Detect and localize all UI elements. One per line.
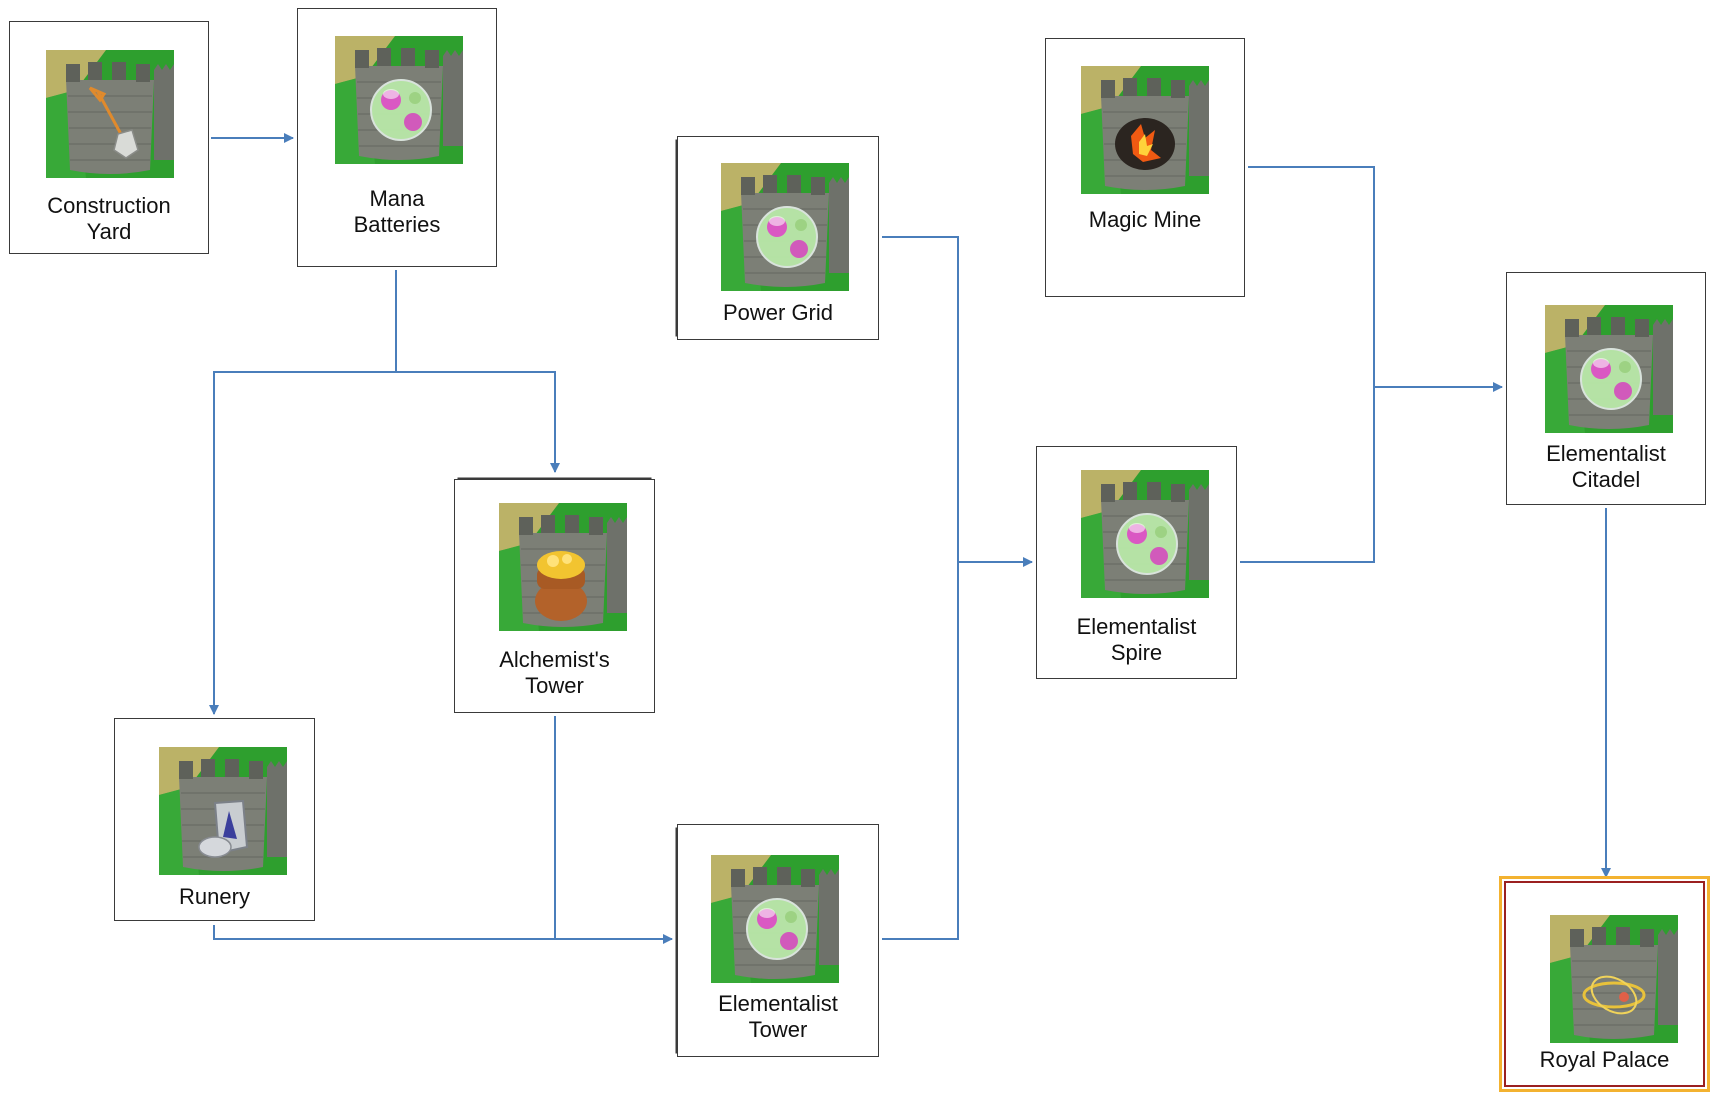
node-label: Royal Palace bbox=[1506, 1047, 1703, 1073]
connector-elementalist-spire-to-elementalist-citadel bbox=[1240, 387, 1375, 563]
golden-rings-icon bbox=[1550, 915, 1678, 1043]
node-label-line: Mana bbox=[369, 186, 425, 211]
gold-pot-icon bbox=[499, 503, 627, 631]
mana-orb-icon bbox=[721, 163, 849, 291]
connector-mana-batteries-to-alchemists-tower bbox=[396, 371, 560, 473]
node-label-line: Yard bbox=[86, 219, 132, 244]
mana-orb-icon bbox=[335, 36, 463, 164]
node-label-line: Batteries bbox=[353, 212, 441, 237]
mana-orb-icon bbox=[1545, 305, 1673, 433]
shovel-icon bbox=[46, 50, 174, 178]
lava-rock-icon bbox=[1081, 66, 1209, 194]
node-label-line: Royal Palace bbox=[1539, 1047, 1670, 1072]
node-label-line: Construction bbox=[47, 193, 171, 218]
node-label: Power Grid bbox=[678, 300, 878, 326]
node-label-line: Magic Mine bbox=[1088, 207, 1202, 232]
node-power-grid[interactable]: Power Grid bbox=[677, 136, 879, 340]
node-label-line: Spire bbox=[1110, 640, 1163, 665]
node-label-line: Runery bbox=[179, 884, 250, 909]
node-label-line: Elementalist bbox=[1546, 441, 1666, 466]
node-magic-mine[interactable]: Magic Mine bbox=[1045, 38, 1245, 297]
node-label: Runery bbox=[115, 884, 314, 910]
connector-magic-mine-to-elementalist-citadel bbox=[1248, 166, 1503, 392]
node-royal-palace[interactable]: Royal Palace bbox=[1499, 876, 1710, 1092]
node-runery[interactable]: Runery bbox=[114, 718, 315, 921]
connector-power-grid-to-elementalist-spire bbox=[882, 236, 1033, 567]
connector-mana-batteries-to-runery bbox=[209, 270, 397, 715]
node-label-line: Tower bbox=[748, 1017, 808, 1042]
node-label-line: Alchemist's bbox=[499, 647, 610, 672]
node-label-line: Tower bbox=[525, 673, 584, 698]
connector-runery-to-elementalist-tower bbox=[213, 925, 673, 944]
node-label-line: Elementalist bbox=[718, 991, 838, 1016]
node-label-line: Power Grid bbox=[722, 300, 834, 325]
node-label-line: Citadel bbox=[1571, 467, 1641, 492]
node-label-line: Elementalist bbox=[1076, 614, 1197, 639]
connector-elementalist-tower-to-elementalist-spire bbox=[882, 562, 959, 940]
node-label: Magic Mine bbox=[1046, 207, 1244, 233]
rune-stone-icon bbox=[159, 747, 287, 875]
mana-orb-icon bbox=[711, 855, 839, 983]
mana-orb-icon bbox=[1081, 470, 1209, 598]
